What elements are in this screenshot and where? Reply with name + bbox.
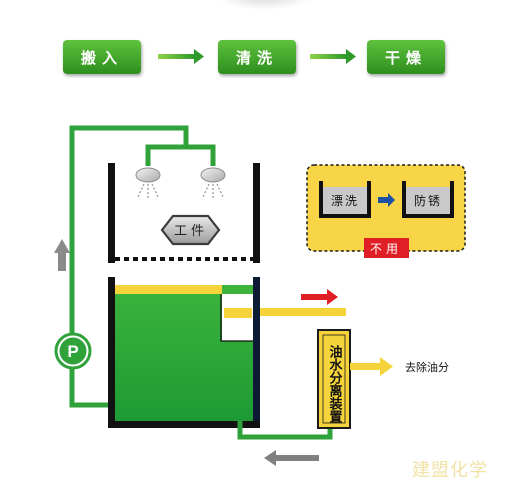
pump-icon	[54, 332, 92, 370]
workpiece-label: 工件	[174, 224, 208, 239]
separator-inner-frame	[322, 334, 346, 424]
top-shadow-decoration	[215, 0, 315, 10]
not-used-badge	[364, 238, 409, 258]
tank-left-wall	[108, 277, 115, 428]
rinse-label: 漂洗	[331, 194, 359, 208]
oil-flow-red-arrow	[301, 289, 338, 305]
flow-up-arrow	[54, 239, 70, 271]
step-drying: 干燥	[367, 40, 445, 74]
rust-prevention-label: 防锈	[414, 193, 442, 208]
rust-prevention-tank	[402, 181, 454, 218]
separator-label: 油水分离装置	[327, 344, 344, 423]
not-used-label: 不用	[370, 242, 402, 256]
overflow-weir	[220, 294, 253, 342]
watermark: 建盟化学	[412, 460, 488, 481]
spray-nozzle-left	[135, 167, 161, 198]
upper-chamber-right-wall	[253, 163, 260, 263]
oil-output-label: 去除油分	[405, 360, 449, 374]
green-circulation-pipe	[69, 125, 216, 408]
green-return-pipe	[237, 421, 333, 440]
oil-removal-arrow	[350, 357, 393, 376]
step-arrow-2	[310, 49, 356, 64]
workpiece-hexagon	[160, 214, 221, 246]
step-cleaning: 清洗	[218, 40, 296, 74]
spray-nozzle-right	[200, 167, 226, 198]
tank-bottom	[108, 421, 260, 428]
process-arrow-blue	[378, 193, 395, 207]
oil-layer	[115, 285, 222, 294]
rinse-tank	[319, 181, 371, 218]
step-arrow-1	[158, 49, 204, 64]
return-flow-gray-arrow	[264, 450, 319, 466]
pump-label: P	[67, 342, 78, 361]
overflow-oil	[224, 308, 252, 318]
step-load-in: 搬入	[63, 40, 141, 74]
upper-chamber-left-wall	[108, 163, 115, 263]
oil-outflow-pipe	[260, 308, 346, 316]
tank-right-wall	[253, 277, 260, 428]
